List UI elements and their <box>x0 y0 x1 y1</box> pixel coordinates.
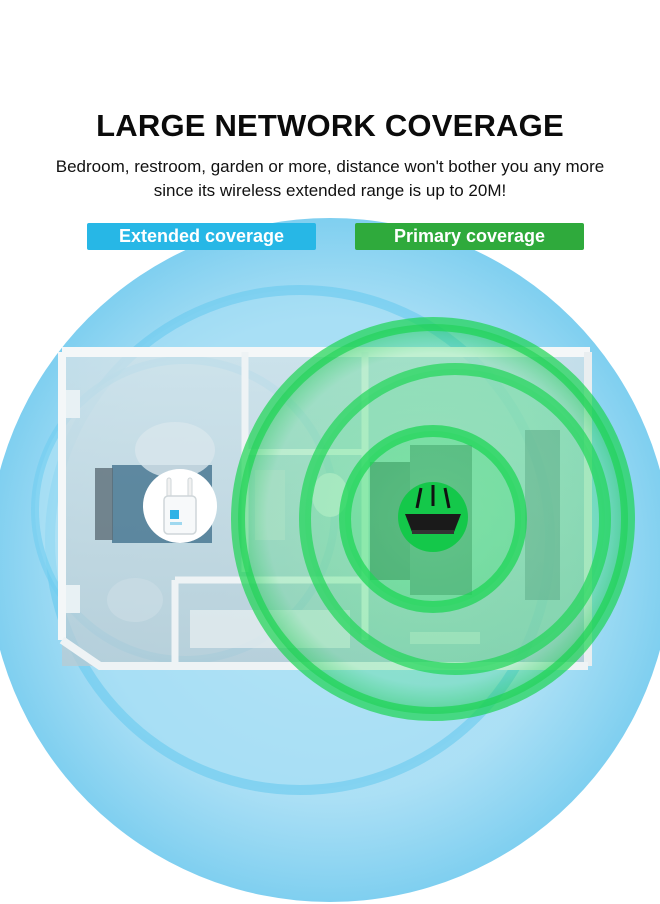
wifi-extender-icon <box>143 469 217 543</box>
page-title: LARGE NETWORK COVERAGE <box>96 108 564 143</box>
primary-coverage-badge: Primary coverage <box>355 223 584 250</box>
page-subtitle: Bedroom, restroom, garden or more, dista… <box>55 157 605 200</box>
router-icon <box>405 485 461 534</box>
extended-coverage-badge: Extended coverage <box>87 223 316 250</box>
